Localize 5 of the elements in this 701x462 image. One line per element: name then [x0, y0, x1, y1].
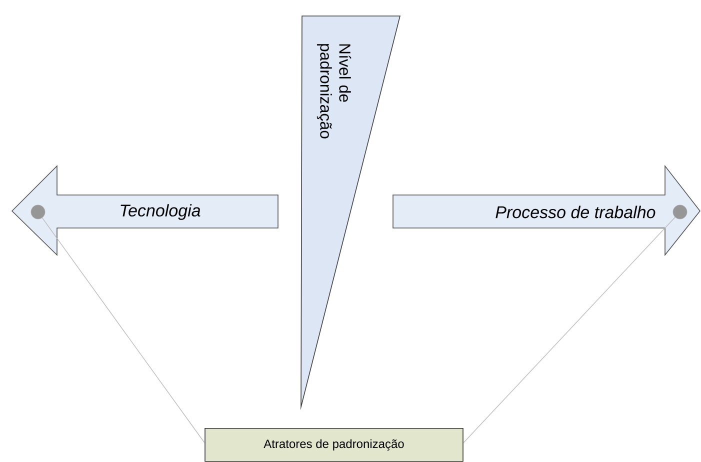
label-box: Atratores de padronização: [204, 428, 464, 462]
connector-line: [463, 216, 676, 444]
connector-line: [42, 217, 205, 444]
pivot-dot: [672, 204, 688, 220]
pivot-dot: [30, 204, 46, 220]
